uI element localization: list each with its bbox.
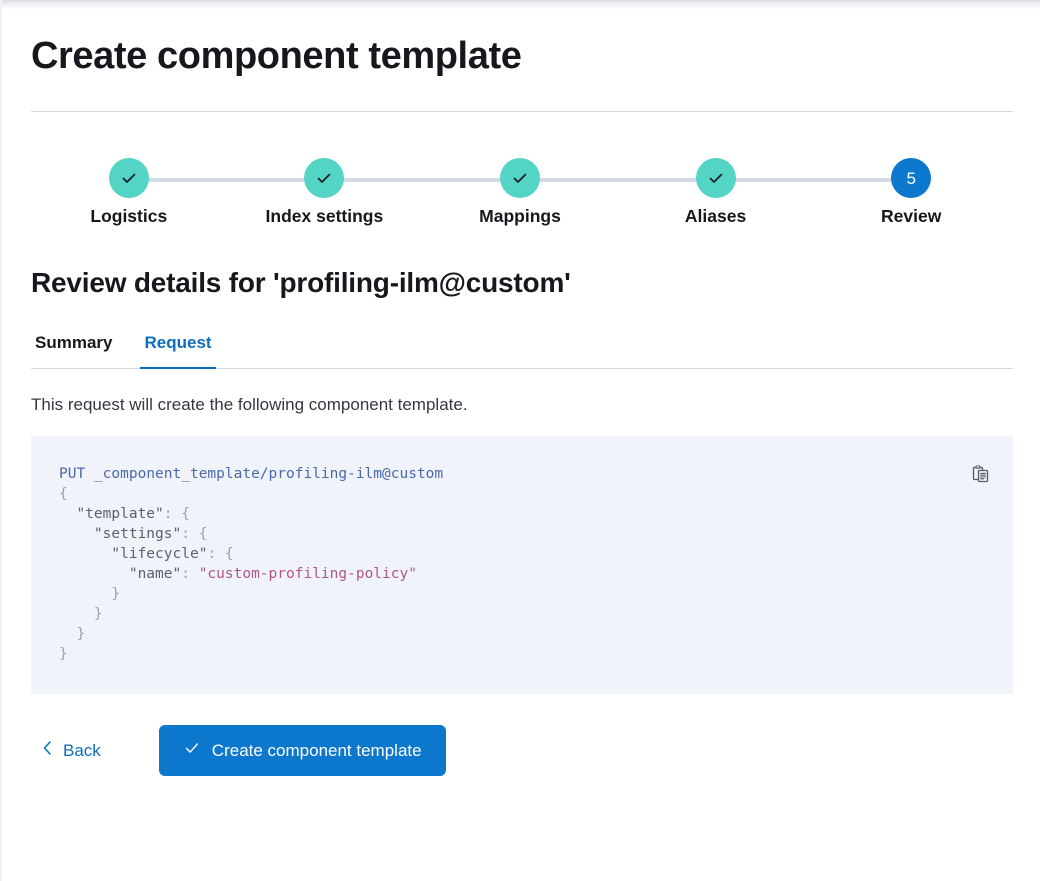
step-logistics[interactable]: Logistics	[31, 158, 227, 227]
tab-request[interactable]: Request	[140, 328, 216, 369]
left-edge-strip	[0, 0, 2, 881]
step-4-label: Aliases	[684, 206, 747, 226]
create-component-template-button[interactable]: Create component template	[158, 725, 446, 776]
review-tabs: Summary Request	[31, 328, 1013, 369]
step-5-label: Review	[881, 206, 942, 226]
copy-clipboard-icon[interactable]	[967, 460, 995, 488]
back-button[interactable]: Back	[31, 732, 111, 769]
step-2-label: Index settings	[265, 206, 384, 226]
step-5-number: 5	[906, 168, 916, 188]
step-5-indicator[interactable]: 5	[891, 158, 932, 198]
chevron-left-icon	[41, 740, 54, 761]
request-description: This request will create the following c…	[31, 395, 468, 414]
step-2-indicator[interactable]	[304, 158, 345, 198]
page-title: Create component template	[31, 35, 522, 77]
step-aliases[interactable]: Aliases	[618, 158, 814, 227]
title-divider	[31, 111, 1013, 112]
check-icon	[706, 168, 726, 188]
back-button-label: Back	[63, 740, 101, 760]
lifecycle-name-value: "custom-profiling-policy"	[198, 566, 417, 582]
step-index-settings[interactable]: Index settings	[227, 158, 423, 227]
check-icon	[510, 168, 530, 188]
stepper-steps: Logistics Index settings	[31, 158, 1009, 227]
create-button-label: Create component template	[211, 740, 422, 760]
step-1-indicator[interactable]	[108, 158, 149, 198]
tab-summary[interactable]: Summary	[31, 328, 116, 369]
check-icon	[314, 168, 334, 188]
check-icon	[119, 168, 139, 188]
http-method: PUT	[59, 466, 86, 482]
request-path: _component_template/profiling-ilm@custom	[93, 466, 444, 482]
request-code-text: PUT _component_template/profiling-ilm@cu…	[59, 466, 444, 662]
step-1-label: Logistics	[90, 206, 168, 226]
step-review[interactable]: 5 Review	[813, 158, 1009, 227]
check-icon	[183, 739, 201, 762]
step-mappings[interactable]: Mappings	[422, 158, 618, 227]
step-3-label: Mappings	[479, 206, 561, 226]
wizard-stepper: Logistics Index settings	[31, 158, 1009, 244]
step-4-indicator[interactable]	[695, 158, 736, 198]
tab-list: Summary Request	[31, 328, 1009, 369]
wizard-footer: Back Create component template	[31, 725, 1009, 776]
request-code-block: PUT _component_template/profiling-ilm@cu…	[31, 436, 1013, 694]
tabs-divider	[31, 368, 1013, 369]
step-3-indicator[interactable]	[499, 158, 540, 198]
section-title: Review details for 'profiling-ilm@custom…	[31, 267, 571, 298]
